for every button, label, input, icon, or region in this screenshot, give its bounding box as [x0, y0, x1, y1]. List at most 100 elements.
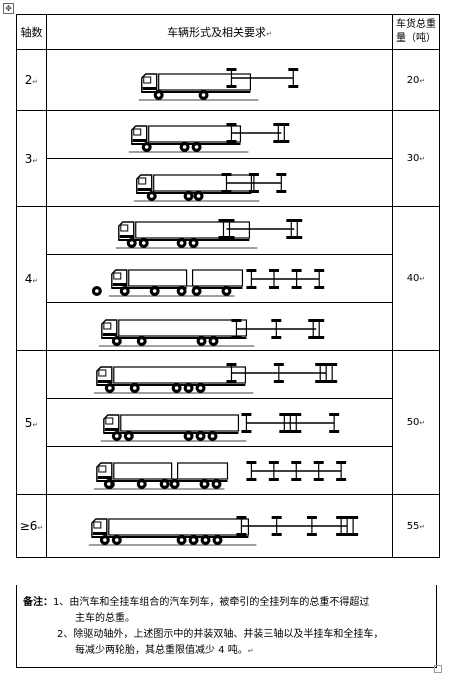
wheel-hub-icon: [115, 339, 119, 343]
trailer-box-icon: [191, 269, 244, 287]
tire-top-icon: [348, 516, 359, 519]
wheel-hub-icon: [211, 339, 216, 343]
tire-bottom-icon: [241, 430, 252, 433]
table-resize-handle-icon[interactable]: [434, 665, 442, 673]
wheel-hub-icon: [179, 241, 184, 245]
tire-bottom-icon: [336, 478, 347, 481]
trailer-box-icon: [177, 462, 229, 480]
tire-top-icon: [285, 413, 296, 416]
tire-bottom-icon: [329, 430, 340, 433]
tire-bottom-icon: [248, 190, 259, 193]
vehicle-figure-cell: [46, 302, 393, 351]
wheel-hub-icon: [174, 386, 179, 390]
axle-count-cell: 2↵: [16, 49, 47, 111]
tire-bottom-icon: [321, 380, 332, 383]
cargo-box-icon: [120, 414, 240, 432]
wheel-hub-icon: [191, 538, 196, 542]
wheel-hub-icon: [179, 538, 184, 542]
tire-bottom-icon: [291, 430, 302, 433]
wheel-hub-icon: [126, 434, 131, 438]
cargo-box-icon: [118, 319, 248, 337]
tire-top-icon: [269, 269, 279, 272]
wheel-hub-icon: [122, 289, 127, 293]
tire-bottom-icon: [271, 336, 282, 339]
header-total-weight: 车货总重量（吨）: [392, 14, 440, 50]
wheel-hub-icon: [210, 434, 215, 438]
wheel-hub-icon: [141, 241, 146, 245]
tire-top-icon: [271, 319, 282, 322]
tire-top-icon: [224, 219, 235, 222]
tire-bottom-icon: [231, 336, 242, 339]
wheel-hub-icon: [186, 434, 191, 438]
weight-cell: 40↵: [392, 206, 440, 351]
tire-top-icon: [273, 363, 284, 366]
note-item-1-cont: 主车的总重。: [75, 613, 135, 624]
cab-window-icon: [138, 177, 147, 185]
cargo-box-icon: [158, 73, 252, 91]
tire-top-icon: [313, 461, 324, 464]
tire-top-icon: [241, 413, 252, 416]
wheel-hub-icon: [162, 482, 167, 486]
cargo-box-icon: [113, 366, 247, 384]
tire-bottom-icon: [273, 140, 284, 143]
cab-bumper-icon: [137, 188, 152, 191]
vehicle-figure-cell: [46, 49, 393, 111]
tire-top-icon: [218, 219, 229, 222]
tire-bottom-icon: [226, 380, 237, 383]
axle-count-cell: ≥6↵: [16, 494, 47, 558]
tire-bottom-icon: [271, 533, 282, 536]
wheel-hub-icon: [202, 482, 207, 486]
note-item-2-cont: 每减少两轮胎，其总重限值减少 4 吨。↵: [75, 645, 254, 656]
wheel-hub-icon: [198, 386, 203, 390]
tire-top-icon: [342, 516, 353, 519]
vehicle-5axle-semitrailer-figure: [93, 363, 338, 394]
cab-bumper-icon: [112, 283, 127, 286]
tire-bottom-icon: [306, 533, 317, 536]
wheel-hub-icon: [224, 289, 229, 293]
tire-top-icon: [273, 123, 284, 126]
vehicle-figure-cell: [46, 398, 393, 447]
wheel-hub-icon: [214, 482, 219, 486]
cab-window-icon: [143, 76, 152, 84]
tire-bottom-icon: [342, 533, 353, 536]
table-row: 5↵ 50↵: [16, 350, 440, 495]
wheel-hub-icon: [194, 145, 199, 149]
wheel-hub-icon: [144, 145, 149, 149]
cargo-box-icon: [148, 125, 242, 143]
tire-top-icon: [226, 363, 237, 366]
vehicle-figure-cell: [46, 350, 393, 399]
table-row: ≥6↵ 55↵: [16, 494, 440, 558]
tire-bottom-icon: [315, 380, 326, 383]
wheel-hub-icon: [115, 434, 119, 438]
wheel-hub-icon: [199, 339, 204, 343]
wheel-hub-icon: [203, 538, 208, 542]
tire-top-icon: [329, 413, 340, 416]
table-row: 3↵ 30↵: [16, 110, 440, 207]
tire-top-icon: [292, 219, 303, 222]
tire-top-icon: [291, 269, 302, 272]
tire-top-icon: [336, 516, 347, 519]
tire-bottom-icon: [226, 140, 237, 143]
table-row: 4↵ 40↵: [16, 206, 440, 351]
tire-top-icon: [271, 516, 282, 519]
table-row: [17, 446, 440, 495]
wheel-hub-icon: [182, 145, 187, 149]
tire-bottom-icon: [336, 533, 347, 536]
table-header-row: 轴数 车辆形式及相关要求↵ 车货总重量（吨）: [16, 14, 440, 50]
tire-bottom-icon: [279, 140, 290, 143]
tire-top-icon: [288, 68, 299, 71]
weight-cell: 55↵: [392, 494, 440, 558]
wheel-hub-icon: [201, 93, 206, 97]
tire-top-icon: [314, 319, 325, 322]
vehicle-5axle-tractor-semitrailer-figure: [100, 413, 340, 442]
table-move-handle-icon[interactable]: ✥: [3, 3, 14, 14]
tire-bottom-icon: [348, 533, 359, 536]
tire-top-icon: [236, 516, 247, 519]
cab-bumper-icon: [132, 139, 147, 142]
vehicle-4axle-truck-figure: [115, 219, 303, 249]
table-row: [17, 254, 440, 303]
cab-window-icon: [103, 322, 112, 330]
cargo-box-icon: [113, 462, 173, 480]
wheel-hub-icon: [129, 241, 134, 245]
wheel-hub-icon: [103, 538, 107, 542]
